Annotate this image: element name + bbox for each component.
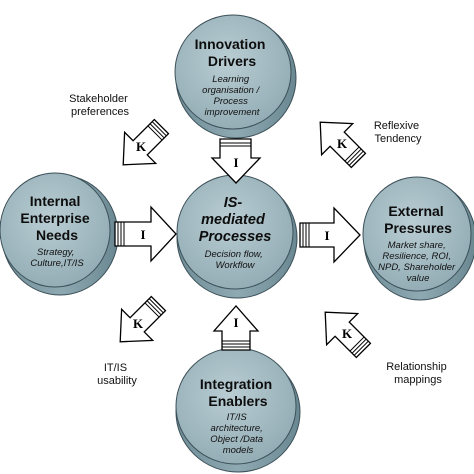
- external-title-2: Pressures: [384, 220, 452, 236]
- integration-sub-2: architecture,: [211, 423, 263, 434]
- integration-sub-4: models: [223, 445, 254, 456]
- innovation-sub-3: Process: [214, 96, 249, 107]
- svg-text:Relationship mappings: Relationship mappings: [386, 361, 450, 386]
- label-itis-1: IT/IS: [104, 362, 127, 374]
- arrow-i-right-left-letter: I: [140, 227, 145, 242]
- cylinder-internal-enterprise-needs: Internal Enterprise Needs Strategy, Cult…: [0, 172, 119, 296]
- label-itis-2: usability: [97, 375, 137, 387]
- internal-sub-1: Strategy,: [37, 247, 74, 258]
- integration-title-1: Integration: [200, 376, 272, 392]
- svg-text:IT/IS usability: IT/IS usability: [97, 362, 137, 387]
- arrow-i-down: I: [210, 138, 262, 184]
- innovation-title-2: Drivers: [208, 53, 256, 69]
- label-reflexive-1: Reflexive: [374, 120, 419, 132]
- arrow-k-top-right: [319, 121, 367, 169]
- cylinder-innovation-drivers: Innovation Drivers Learning organisation…: [174, 14, 297, 139]
- svg-text:IS- mediated Proce: IS- mediated Processes: [199, 195, 272, 245]
- innovation-sub-4: improvement: [205, 107, 260, 118]
- arrow-k-bottom-right-letter: K: [342, 326, 353, 341]
- innovation-sub-2: organisation /: [202, 85, 260, 96]
- arrow-k-top-left: [122, 118, 170, 166]
- svg-text:Reflexive Tendency: Reflexive Tendency: [374, 120, 422, 145]
- center-sub-2: Workflow: [215, 260, 255, 271]
- arrow-i-right-left: I: [114, 205, 177, 263]
- svg-text:Innovation Drivers: Innovation Drivers: [195, 36, 270, 69]
- center-title-1: IS-: [224, 195, 243, 211]
- internal-title-2: Enterprise: [20, 210, 89, 226]
- svg-text:External Pressures: External Pressures: [384, 203, 452, 236]
- svg-text:Strategy, Culture,IT/IS: Strategy, Culture,IT/IS: [30, 247, 84, 269]
- cylinder-integration-enablers: Integration Enablers IT/IS architecture,…: [175, 347, 301, 473]
- internal-sub-2: Culture,IT/IS: [30, 258, 84, 269]
- integration-sub-1: IT/IS: [227, 412, 248, 423]
- internal-title-1: Internal: [30, 193, 81, 209]
- external-sub-3: NPD, Shareholder: [378, 262, 456, 273]
- svg-text:Market share, Resilience: Market share, Resilience, ROI, NPD, Shar…: [378, 240, 458, 284]
- label-relationship-2: mappings: [394, 374, 442, 386]
- arrow-k-top-right-letter: K: [337, 136, 348, 151]
- svg-text:Decision flow, Workflow: Decision flow, Workflow: [205, 249, 266, 271]
- svg-text:Stakeholder preferences: Stakeholder preferences: [69, 93, 131, 118]
- innovation-sub-1: Learning: [212, 74, 250, 85]
- label-relationship-1: Relationship: [386, 361, 447, 373]
- svg-text:IT/IS architecture,: IT/IS architecture, Object /Data models: [210, 412, 265, 456]
- integration-sub-3: Object /Data: [210, 434, 263, 445]
- label-stakeholder-2: preferences: [71, 106, 130, 118]
- external-sub-4: value: [407, 273, 430, 284]
- label-reflexive-2: Tendency: [374, 133, 422, 145]
- center-title-2: mediated: [201, 212, 266, 228]
- arrow-i-right-center-letter: I: [324, 228, 329, 243]
- external-sub-2: Resilience, ROI,: [382, 251, 451, 262]
- arrow-k-bottom-right: [324, 311, 372, 359]
- label-stakeholder-1: Stakeholder: [69, 93, 128, 105]
- svg-text:Internal Enterprise: Internal Enterprise Needs: [20, 193, 93, 243]
- arrow-i-up: I: [212, 305, 260, 351]
- arrow-i-right-center: I: [299, 206, 361, 264]
- arrow-i-up-letter: I: [233, 315, 238, 330]
- arrow-k-bottom-left: [119, 295, 167, 343]
- arrow-k-bottom-left-letter: K: [133, 316, 144, 331]
- svg-text:Learning organisation /: Learning organisation / Process improvem…: [202, 74, 262, 118]
- arrow-k-top-left-letter: K: [136, 139, 147, 154]
- external-sub-1: Market share,: [388, 240, 446, 251]
- cylinder-external-pressures: External Pressures Market share, Resilie…: [362, 176, 474, 301]
- external-title-1: External: [388, 203, 443, 219]
- arrow-i-down-letter: I: [233, 155, 238, 170]
- center-title-3: Processes: [199, 229, 272, 245]
- cylinder-is-mediated-processes: IS- mediated Processes Decision flow, Wo…: [176, 174, 298, 299]
- internal-title-3: Needs: [36, 227, 78, 243]
- center-sub-1: Decision flow,: [205, 249, 263, 260]
- svg-text:Integration Enablers: Integration Enablers: [200, 376, 276, 409]
- integration-title-2: Enablers: [208, 393, 267, 409]
- innovation-title-1: Innovation: [195, 36, 266, 52]
